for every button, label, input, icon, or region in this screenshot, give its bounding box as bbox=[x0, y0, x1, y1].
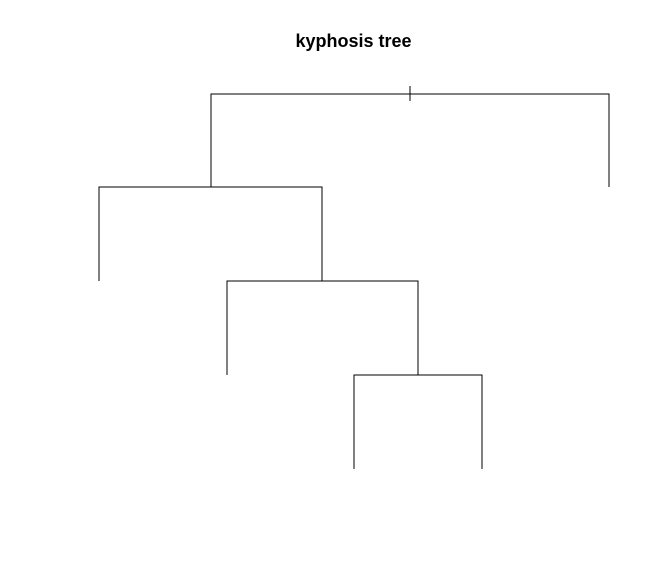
split-node-5 bbox=[226, 280, 419, 375]
plot-title: kyphosis tree bbox=[295, 31, 412, 51]
split-node-11 bbox=[353, 374, 483, 469]
split-node-2 bbox=[98, 186, 323, 281]
split-root bbox=[210, 93, 610, 187]
